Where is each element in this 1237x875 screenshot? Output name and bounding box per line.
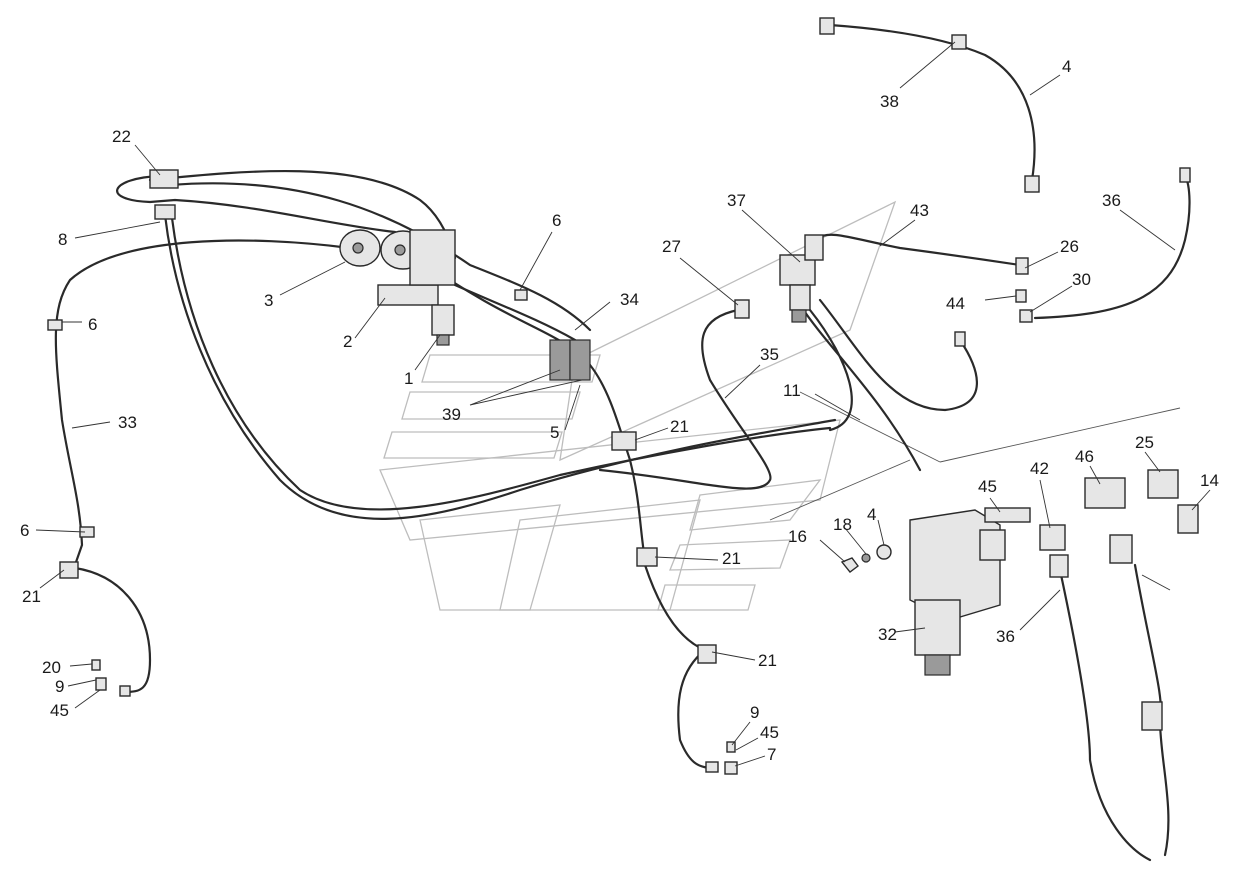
hose-sweep-c xyxy=(418,258,647,562)
callout-39: 39 xyxy=(442,405,461,424)
callout-16: 18 xyxy=(833,515,852,534)
hose-sweep-b xyxy=(170,216,832,511)
callout-7: 38 xyxy=(880,92,899,111)
callout-20-bottom: 9 xyxy=(750,703,759,722)
callout-30: 36 xyxy=(1102,191,1121,210)
callout-22: 22 xyxy=(112,127,131,146)
callout-8: 8 xyxy=(58,230,67,249)
callout-37: 43 xyxy=(910,201,929,220)
leader-lines xyxy=(35,41,1211,767)
callout-46: 25 xyxy=(1135,433,1154,452)
hose-22 xyxy=(116,174,397,234)
callout-36-top: 11 xyxy=(783,381,801,400)
callout-labels: 22 8 3 2 1 6 6 6 33 21 20 9 45 34 39 5 2… xyxy=(20,57,1219,764)
callout-1: 1 xyxy=(404,369,413,388)
callout-43: 26 xyxy=(1060,237,1079,256)
callout-14: 16 xyxy=(788,527,807,546)
callout-38: 4 xyxy=(1062,57,1071,76)
callout-21-bottom: 21 xyxy=(758,651,777,670)
callout-11: 45 xyxy=(978,477,997,496)
callout-3: 3 xyxy=(264,291,273,310)
hose-32 xyxy=(1058,568,1152,862)
callout-6-lower: 6 xyxy=(20,521,29,540)
callout-32: 36 xyxy=(996,627,1015,646)
callout-27: 27 xyxy=(662,237,681,256)
callout-21-left: 21 xyxy=(22,587,41,606)
callout-45-right: 42 xyxy=(1030,459,1049,478)
callout-25: 14 xyxy=(1200,471,1219,490)
callout-21-center: 21 xyxy=(670,417,689,436)
callout-4-top: 37 xyxy=(727,191,746,210)
callout-33: 33 xyxy=(118,413,137,432)
hydraulic-valve-icon xyxy=(779,234,824,323)
callout-9-left: 9 xyxy=(55,677,64,696)
hose-sweep-a xyxy=(163,213,837,520)
hose-38 xyxy=(828,23,1036,182)
callout-20-left: 20 xyxy=(42,658,61,677)
hose-35 xyxy=(598,308,772,490)
callout-6-top: 6 xyxy=(552,211,561,230)
hose-clamp-icon xyxy=(47,34,967,664)
hydraulic-valve-icon xyxy=(909,509,1006,676)
callout-45-left: 45 xyxy=(50,701,69,720)
callout-2: 2 xyxy=(343,332,352,351)
hose-34 xyxy=(453,283,577,342)
callout-44: 30 xyxy=(1072,270,1091,289)
component-group xyxy=(47,17,1199,775)
panel-divider-line xyxy=(769,391,1181,521)
hose-fitting-icon xyxy=(91,17,1199,775)
callout-4-bottom: 32 xyxy=(878,625,897,644)
callout-21-mid: 21 xyxy=(722,549,741,568)
callout-45-bottom: 7 xyxy=(767,745,776,764)
callout-5: 5 xyxy=(550,423,559,442)
callout-18: 4 xyxy=(867,505,876,524)
hose-26 xyxy=(818,298,978,412)
hose-left-bottom xyxy=(73,566,152,694)
hose-33 xyxy=(54,239,352,567)
callout-9-bottom: 45 xyxy=(760,723,779,742)
hose-30 xyxy=(1033,173,1191,320)
hydraulic-valve-icon xyxy=(377,229,456,346)
hose-bottom-center xyxy=(643,563,717,770)
callout-42: 46 xyxy=(1075,447,1094,466)
callout-26: 44 xyxy=(946,294,965,313)
callout-6-left: 6 xyxy=(88,315,97,334)
hose-group xyxy=(54,23,1191,862)
callout-34: 34 xyxy=(620,290,639,309)
hose-37 xyxy=(816,233,1022,267)
callout-35: 35 xyxy=(760,345,779,364)
hose-36-upper xyxy=(798,303,922,472)
